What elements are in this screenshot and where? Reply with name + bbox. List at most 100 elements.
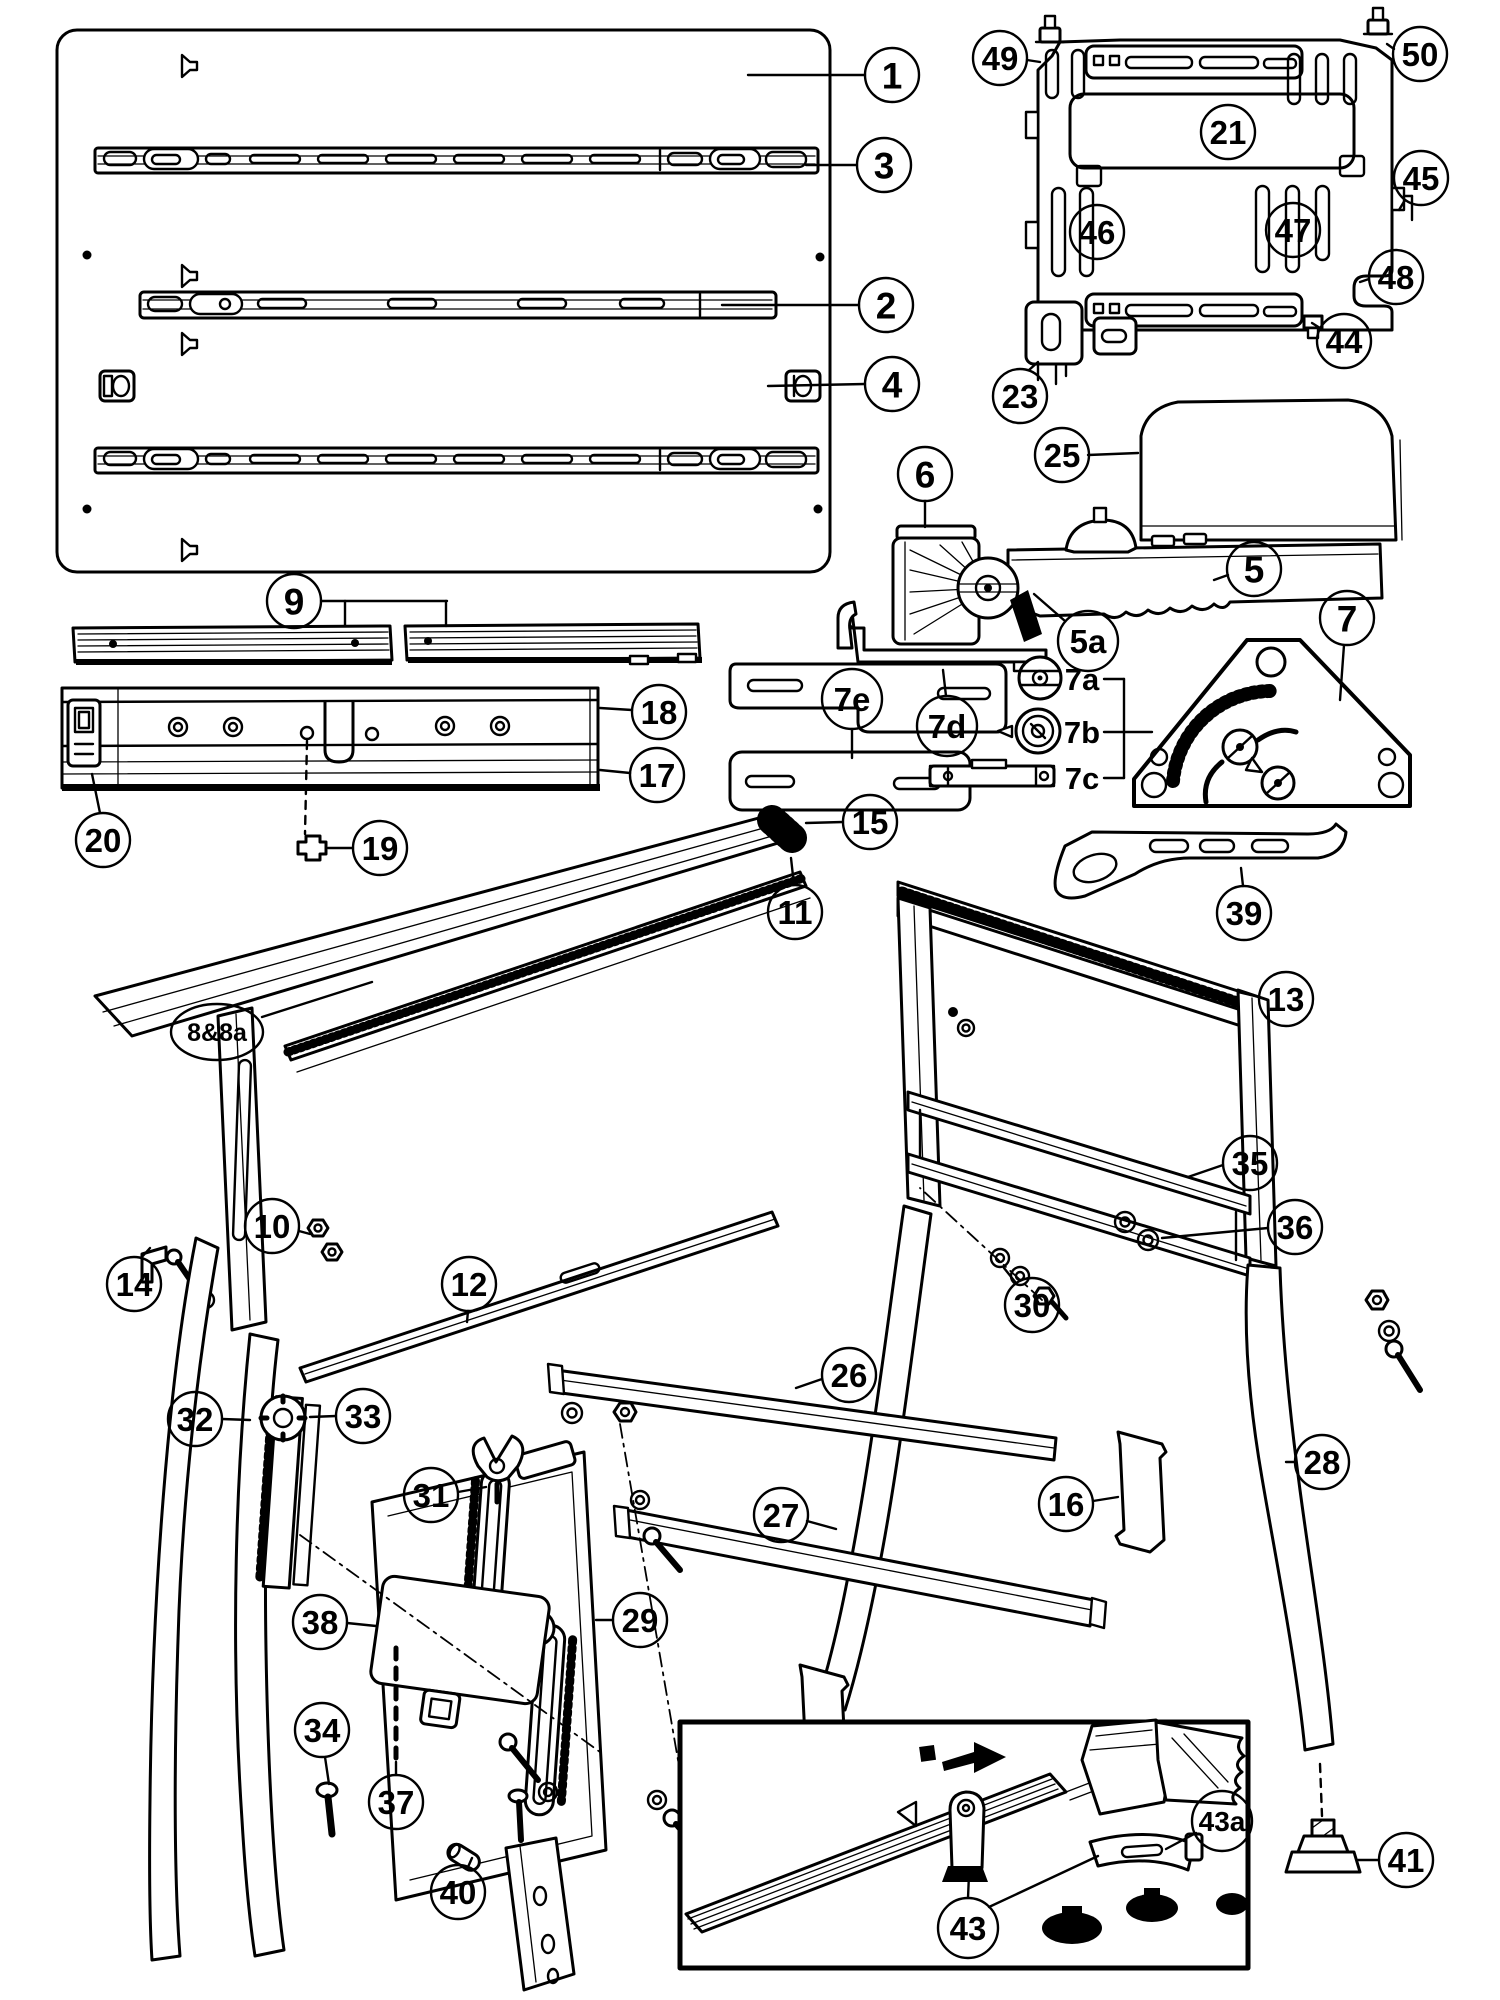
line-art — [1254, 184, 1271, 274]
balloon-29 — [611, 1591, 669, 1649]
front-rail-part17 — [60, 686, 600, 862]
line-art — [989, 1247, 1011, 1269]
rubber-foot-part41 — [1284, 1762, 1362, 1874]
line-art — [546, 1362, 566, 1396]
line-art — [1068, 92, 1356, 170]
line-art — [102, 823, 779, 1013]
line-art — [1262, 305, 1298, 318]
hood-part25 — [1139, 398, 1403, 542]
callout-label-3: 3 — [874, 145, 895, 186]
alignment-dashed-line — [303, 739, 309, 836]
line-art — [1024, 220, 1040, 250]
line-art — [1092, 302, 1105, 315]
callout-label-32: 32 — [177, 1401, 214, 1438]
line-art — [936, 686, 992, 701]
leader-line-5 — [1212, 573, 1230, 582]
leader-line-14 — [139, 1246, 152, 1260]
balloon-20 — [74, 811, 132, 869]
leader-line-40 — [466, 1856, 474, 1869]
line-art — [1198, 303, 1260, 318]
shelf-bar-part26 — [546, 1362, 1058, 1462]
callout-4: 4 — [766, 355, 921, 413]
line-art — [409, 647, 698, 651]
line-art — [204, 152, 232, 166]
callout-18: 18 — [598, 683, 688, 741]
line-art — [1120, 1843, 1164, 1859]
end-latch-part20 — [66, 698, 102, 768]
line-art — [559, 1262, 601, 1284]
line-art — [1140, 771, 1168, 799]
rear-cross-rail-part35 — [906, 1090, 1252, 1216]
balloon-43 — [936, 1896, 1000, 1960]
balloon-10 — [243, 1197, 301, 1255]
callout-label-43: 43 — [950, 1910, 987, 1947]
line-art — [928, 764, 950, 788]
direction-arrow-icon — [919, 1742, 1006, 1773]
line-art — [1124, 55, 1194, 70]
callout-label-6: 6 — [915, 454, 936, 495]
line-art — [102, 150, 138, 167]
line-art — [746, 678, 804, 693]
line-art — [509, 1745, 541, 1783]
leader-line-5a — [1032, 592, 1067, 623]
line-art — [316, 153, 370, 165]
line-art — [646, 1789, 668, 1811]
line-art — [222, 716, 244, 738]
balloon-6 — [896, 445, 954, 503]
line-art — [73, 706, 95, 734]
line-art — [306, 1218, 330, 1238]
clamp-lever-part43 — [942, 1790, 988, 1882]
pawl-part5a — [1010, 590, 1042, 642]
leader-line-44 — [1310, 321, 1322, 330]
callout-5a: 5a — [1032, 592, 1120, 673]
callout-20: 20 — [74, 772, 132, 869]
callout-1: 1 — [746, 46, 921, 104]
balloon-34 — [293, 1701, 351, 1759]
folding-panel-part1 — [55, 28, 832, 574]
leader-line-39 — [1239, 866, 1245, 888]
balloon-7d — [915, 694, 979, 758]
line-art — [1108, 302, 1121, 315]
line-art — [488, 1457, 506, 1475]
balloon-14 — [105, 1255, 163, 1313]
line-art — [1070, 48, 1086, 100]
plain-label-7c: 7c — [1065, 761, 1099, 796]
line-art — [588, 153, 642, 165]
callout-label-5a: 5a — [1070, 623, 1107, 660]
balloon-13 — [1257, 970, 1315, 1028]
leader-line-16 — [1091, 1495, 1120, 1503]
line-art — [815, 252, 825, 262]
line-art — [180, 53, 199, 79]
callout-label-39: 39 — [1226, 895, 1263, 932]
line-art — [1040, 312, 1062, 352]
line-art — [1119, 1216, 1131, 1228]
line-art — [180, 537, 199, 563]
leader-line-27 — [805, 1519, 838, 1531]
line-art — [188, 292, 244, 316]
callout-label-44: 44 — [1326, 323, 1363, 360]
line-art — [313, 1223, 323, 1233]
line-art — [489, 715, 511, 737]
leader-line-18 — [598, 706, 634, 712]
callout-10: 10 — [243, 1197, 312, 1255]
line-art — [942, 1742, 1006, 1773]
line-art — [1148, 838, 1190, 854]
line-art — [1113, 1210, 1137, 1234]
line-art — [409, 641, 698, 645]
leader-line-43 — [987, 1854, 1100, 1909]
line-art — [516, 1799, 524, 1843]
callout-label-43a: 43a — [1199, 1806, 1246, 1837]
callout-31: 31 — [402, 1466, 488, 1524]
line-art — [1072, 852, 1118, 884]
line-art — [1064, 518, 1138, 554]
line-art — [612, 1504, 632, 1540]
line-art — [651, 1794, 663, 1806]
leader-line-23 — [1027, 360, 1040, 372]
far-left-leg — [148, 1236, 220, 1962]
line-art — [323, 700, 355, 764]
callout-label-14: 14 — [116, 1266, 153, 1303]
line-art — [961, 1023, 971, 1033]
callout-label-27: 27 — [763, 1497, 800, 1534]
balloon-17 — [628, 746, 686, 804]
balloon-46 — [1068, 203, 1126, 261]
